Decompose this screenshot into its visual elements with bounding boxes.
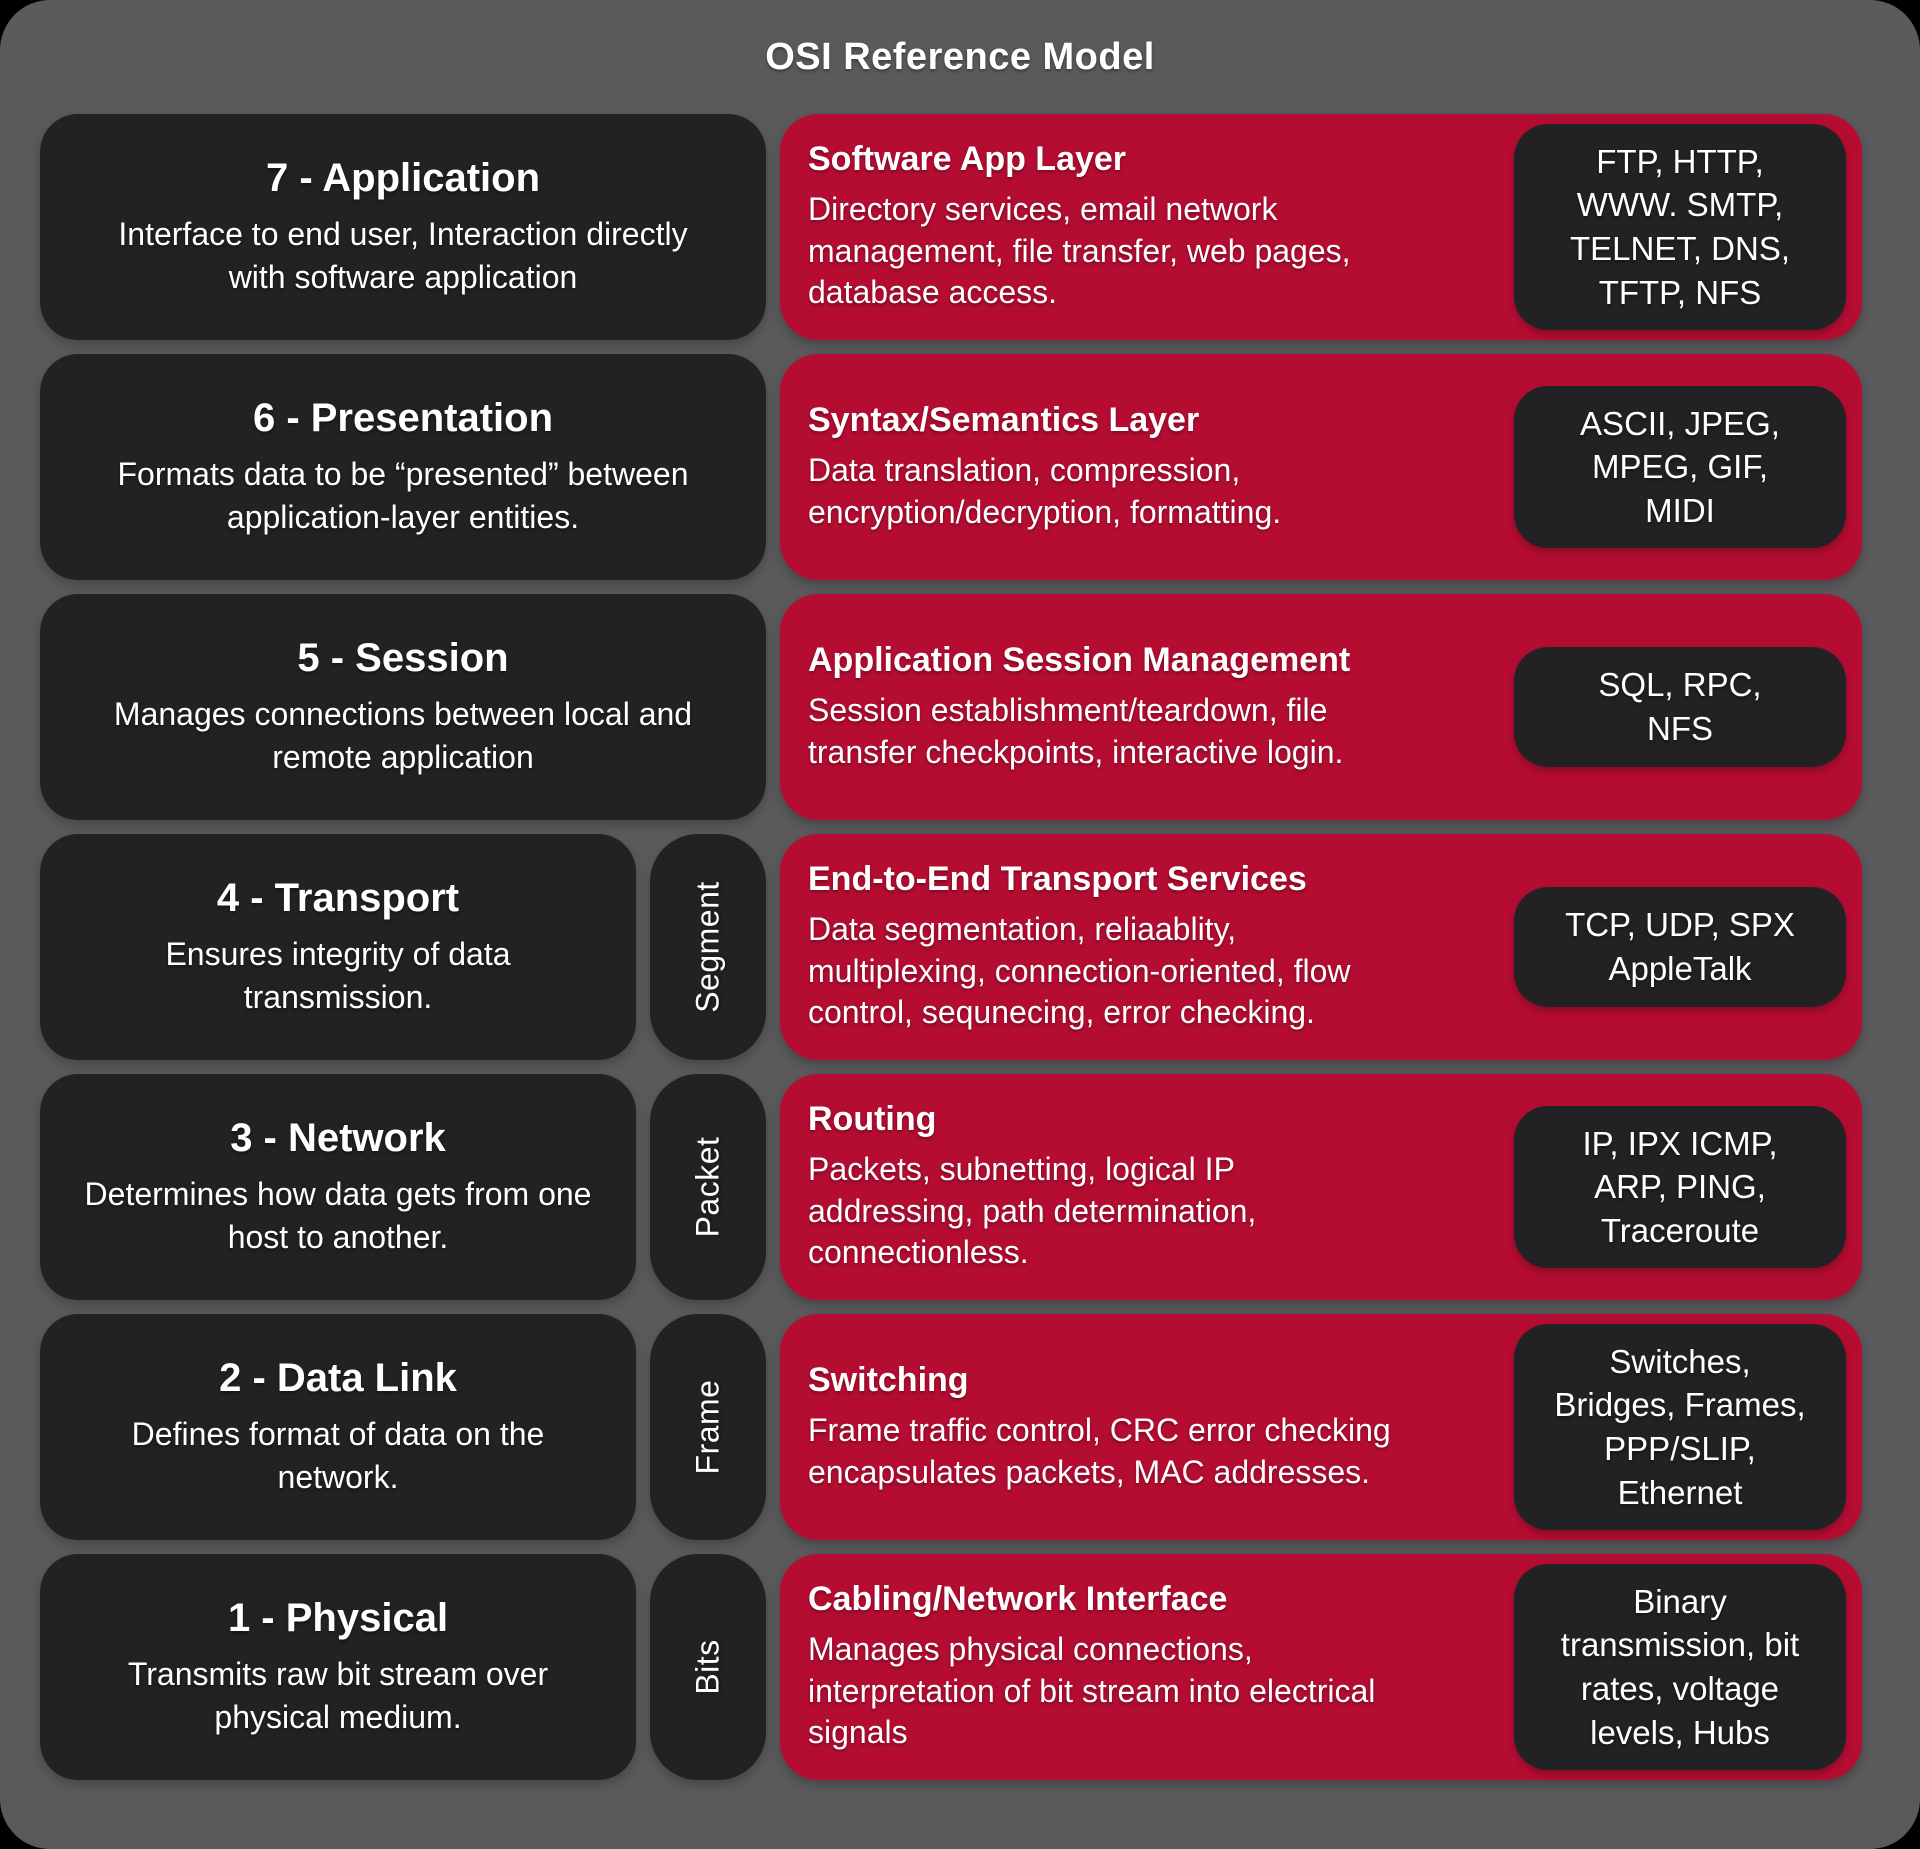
protocol-box-presentation: ASCII, JPEG, MPEG, GIF, MIDI	[1514, 385, 1846, 549]
layer-name: 7 - Application	[265, 155, 541, 200]
protocol-list: FTP, HTTP, WWW. SMTP, TELNET, DNS, TFTP,…	[1569, 142, 1791, 311]
pdu-label: Packet	[689, 1136, 726, 1238]
layer-box-presentation: 6 - Presentation Formats data to be “pre…	[40, 354, 766, 580]
layer-row-network: 3 - Network Determines how data gets fro…	[40, 1074, 1862, 1300]
protocol-list: Binary transmission, bit rates, voltage …	[1560, 1582, 1800, 1751]
layer-box-application: 7 - Application Interface to end user, I…	[40, 114, 766, 340]
protocol-list: ASCII, JPEG, MPEG, GIF, MIDI	[1580, 404, 1780, 529]
function-box-transport: End-to-End Transport Services Data segme…	[780, 834, 1862, 1060]
function-description: Data translation, compression, encryptio…	[808, 451, 1282, 530]
pdu-label: Frame	[689, 1379, 726, 1475]
layer-row-presentation: 6 - Presentation Formats data to be “pre…	[40, 354, 1862, 580]
pdu-box-segment: Segment	[650, 834, 766, 1060]
layer-name: 3 - Network	[230, 1115, 446, 1160]
layer-box-physical: 1 - Physical Transmits raw bit stream ov…	[40, 1554, 636, 1780]
title-bar: OSI Reference Model	[0, 0, 1920, 114]
function-description: Directory services, email network manage…	[808, 191, 1351, 311]
protocol-list: IP, IPX ICMP, ARP, PING, Traceroute	[1582, 1124, 1778, 1249]
layer-row-session: 5 - Session Manages connections between …	[40, 594, 1862, 820]
layer-box-network: 3 - Network Determines how data gets fro…	[40, 1074, 636, 1300]
protocol-box-session: SQL, RPC, NFS	[1514, 647, 1846, 767]
layer-name: 5 - Session	[297, 635, 509, 680]
function-title: Software App Layer	[808, 140, 1127, 179]
protocol-box-transport: TCP, UDP, SPX AppleTalk	[1514, 887, 1846, 1007]
function-box-presentation: Syntax/Semantics Layer Data translation,…	[780, 354, 1862, 580]
layer-row-application: 7 - Application Interface to end user, I…	[40, 114, 1862, 340]
layer-name: 6 - Presentation	[252, 395, 554, 440]
function-title: Cabling/Network Interface	[808, 1580, 1228, 1619]
pdu-label: Bits	[689, 1639, 726, 1695]
pdu-box-packet: Packet	[650, 1074, 766, 1300]
layer-box-transport: 4 - Transport Ensures integrity of data …	[40, 834, 636, 1060]
pdu-box-bits: Bits	[650, 1554, 766, 1780]
layer-row-physical: 1 - Physical Transmits raw bit stream ov…	[40, 1554, 1862, 1780]
protocol-box-network: IP, IPX ICMP, ARP, PING, Traceroute	[1514, 1105, 1846, 1269]
function-text: Routing Packets, subnetting, logical IP …	[808, 1100, 1408, 1274]
layer-name: 1 - Physical	[227, 1595, 449, 1640]
layer-row-transport: 4 - Transport Ensures integrity of data …	[40, 834, 1862, 1060]
pdu-label: Segment	[689, 881, 726, 1013]
function-box-application: Software App Layer Directory services, e…	[780, 114, 1862, 340]
layer-name: 2 - Data Link	[219, 1355, 457, 1400]
function-description: Data segmentation, reliaablity, multiple…	[808, 911, 1351, 1031]
function-text: Switching Frame traffic control, CRC err…	[808, 1361, 1408, 1493]
protocol-box-physical: Binary transmission, bit rates, voltage …	[1514, 1563, 1846, 1771]
function-text: Application Session Management Session e…	[808, 641, 1408, 773]
function-title: Application Session Management	[808, 640, 1351, 679]
protocol-list: Switches, Bridges, Frames, PPP/SLIP, Eth…	[1554, 1342, 1806, 1511]
pdu-box-frame: Frame	[650, 1314, 766, 1540]
function-title: End-to-End Transport Services	[808, 860, 1307, 899]
function-description: Session establishment/teardown, file tra…	[808, 691, 1344, 770]
function-title: Syntax/Semantics Layer	[808, 400, 1200, 439]
function-box-session: Application Session Management Session e…	[780, 594, 1862, 820]
layer-description: Determines how data gets from one host t…	[84, 1175, 592, 1255]
function-text: End-to-End Transport Services Data segme…	[808, 860, 1408, 1034]
layer-box-data-link: 2 - Data Link Defines format of data on …	[40, 1314, 636, 1540]
function-text: Syntax/Semantics Layer Data translation,…	[808, 401, 1408, 533]
function-title: Switching	[808, 1360, 969, 1399]
protocol-list: SQL, RPC, NFS	[1598, 666, 1762, 747]
function-box-physical: Cabling/Network Interface Manages physic…	[780, 1554, 1862, 1780]
protocol-list: TCP, UDP, SPX AppleTalk	[1565, 906, 1795, 987]
layer-name: 4 - Transport	[216, 875, 460, 920]
layer-box-session: 5 - Session Manages connections between …	[40, 594, 766, 820]
layer-description: Defines format of data on the network.	[131, 1415, 545, 1495]
function-text: Software App Layer Directory services, e…	[808, 140, 1408, 314]
function-text: Cabling/Network Interface Manages physic…	[808, 1580, 1408, 1754]
function-box-data-link: Switching Frame traffic control, CRC err…	[780, 1314, 1862, 1540]
layer-description: Interface to end user, Interaction direc…	[118, 215, 688, 295]
protocol-box-data-link: Switches, Bridges, Frames, PPP/SLIP, Eth…	[1514, 1323, 1846, 1531]
layer-description: Manages connections between local and re…	[113, 695, 693, 775]
function-description: Packets, subnetting, logical IP addressi…	[808, 1151, 1257, 1271]
layer-rows: 7 - Application Interface to end user, I…	[0, 114, 1920, 1780]
function-box-network: Routing Packets, subnetting, logical IP …	[780, 1074, 1862, 1300]
layer-description: Ensures integrity of data transmission.	[165, 935, 511, 1015]
function-description: Frame traffic control, CRC error checkin…	[808, 1411, 1391, 1490]
function-description: Manages physical connections, interpreta…	[808, 1631, 1376, 1751]
layer-description: Formats data to be “presented” between a…	[117, 455, 689, 535]
layer-row-data-link: 2 - Data Link Defines format of data on …	[40, 1314, 1862, 1540]
protocol-box-application: FTP, HTTP, WWW. SMTP, TELNET, DNS, TFTP,…	[1514, 123, 1846, 331]
page-title: OSI Reference Model	[765, 35, 1155, 78]
function-title: Routing	[808, 1100, 937, 1139]
layer-description: Transmits raw bit stream over physical m…	[127, 1655, 549, 1735]
